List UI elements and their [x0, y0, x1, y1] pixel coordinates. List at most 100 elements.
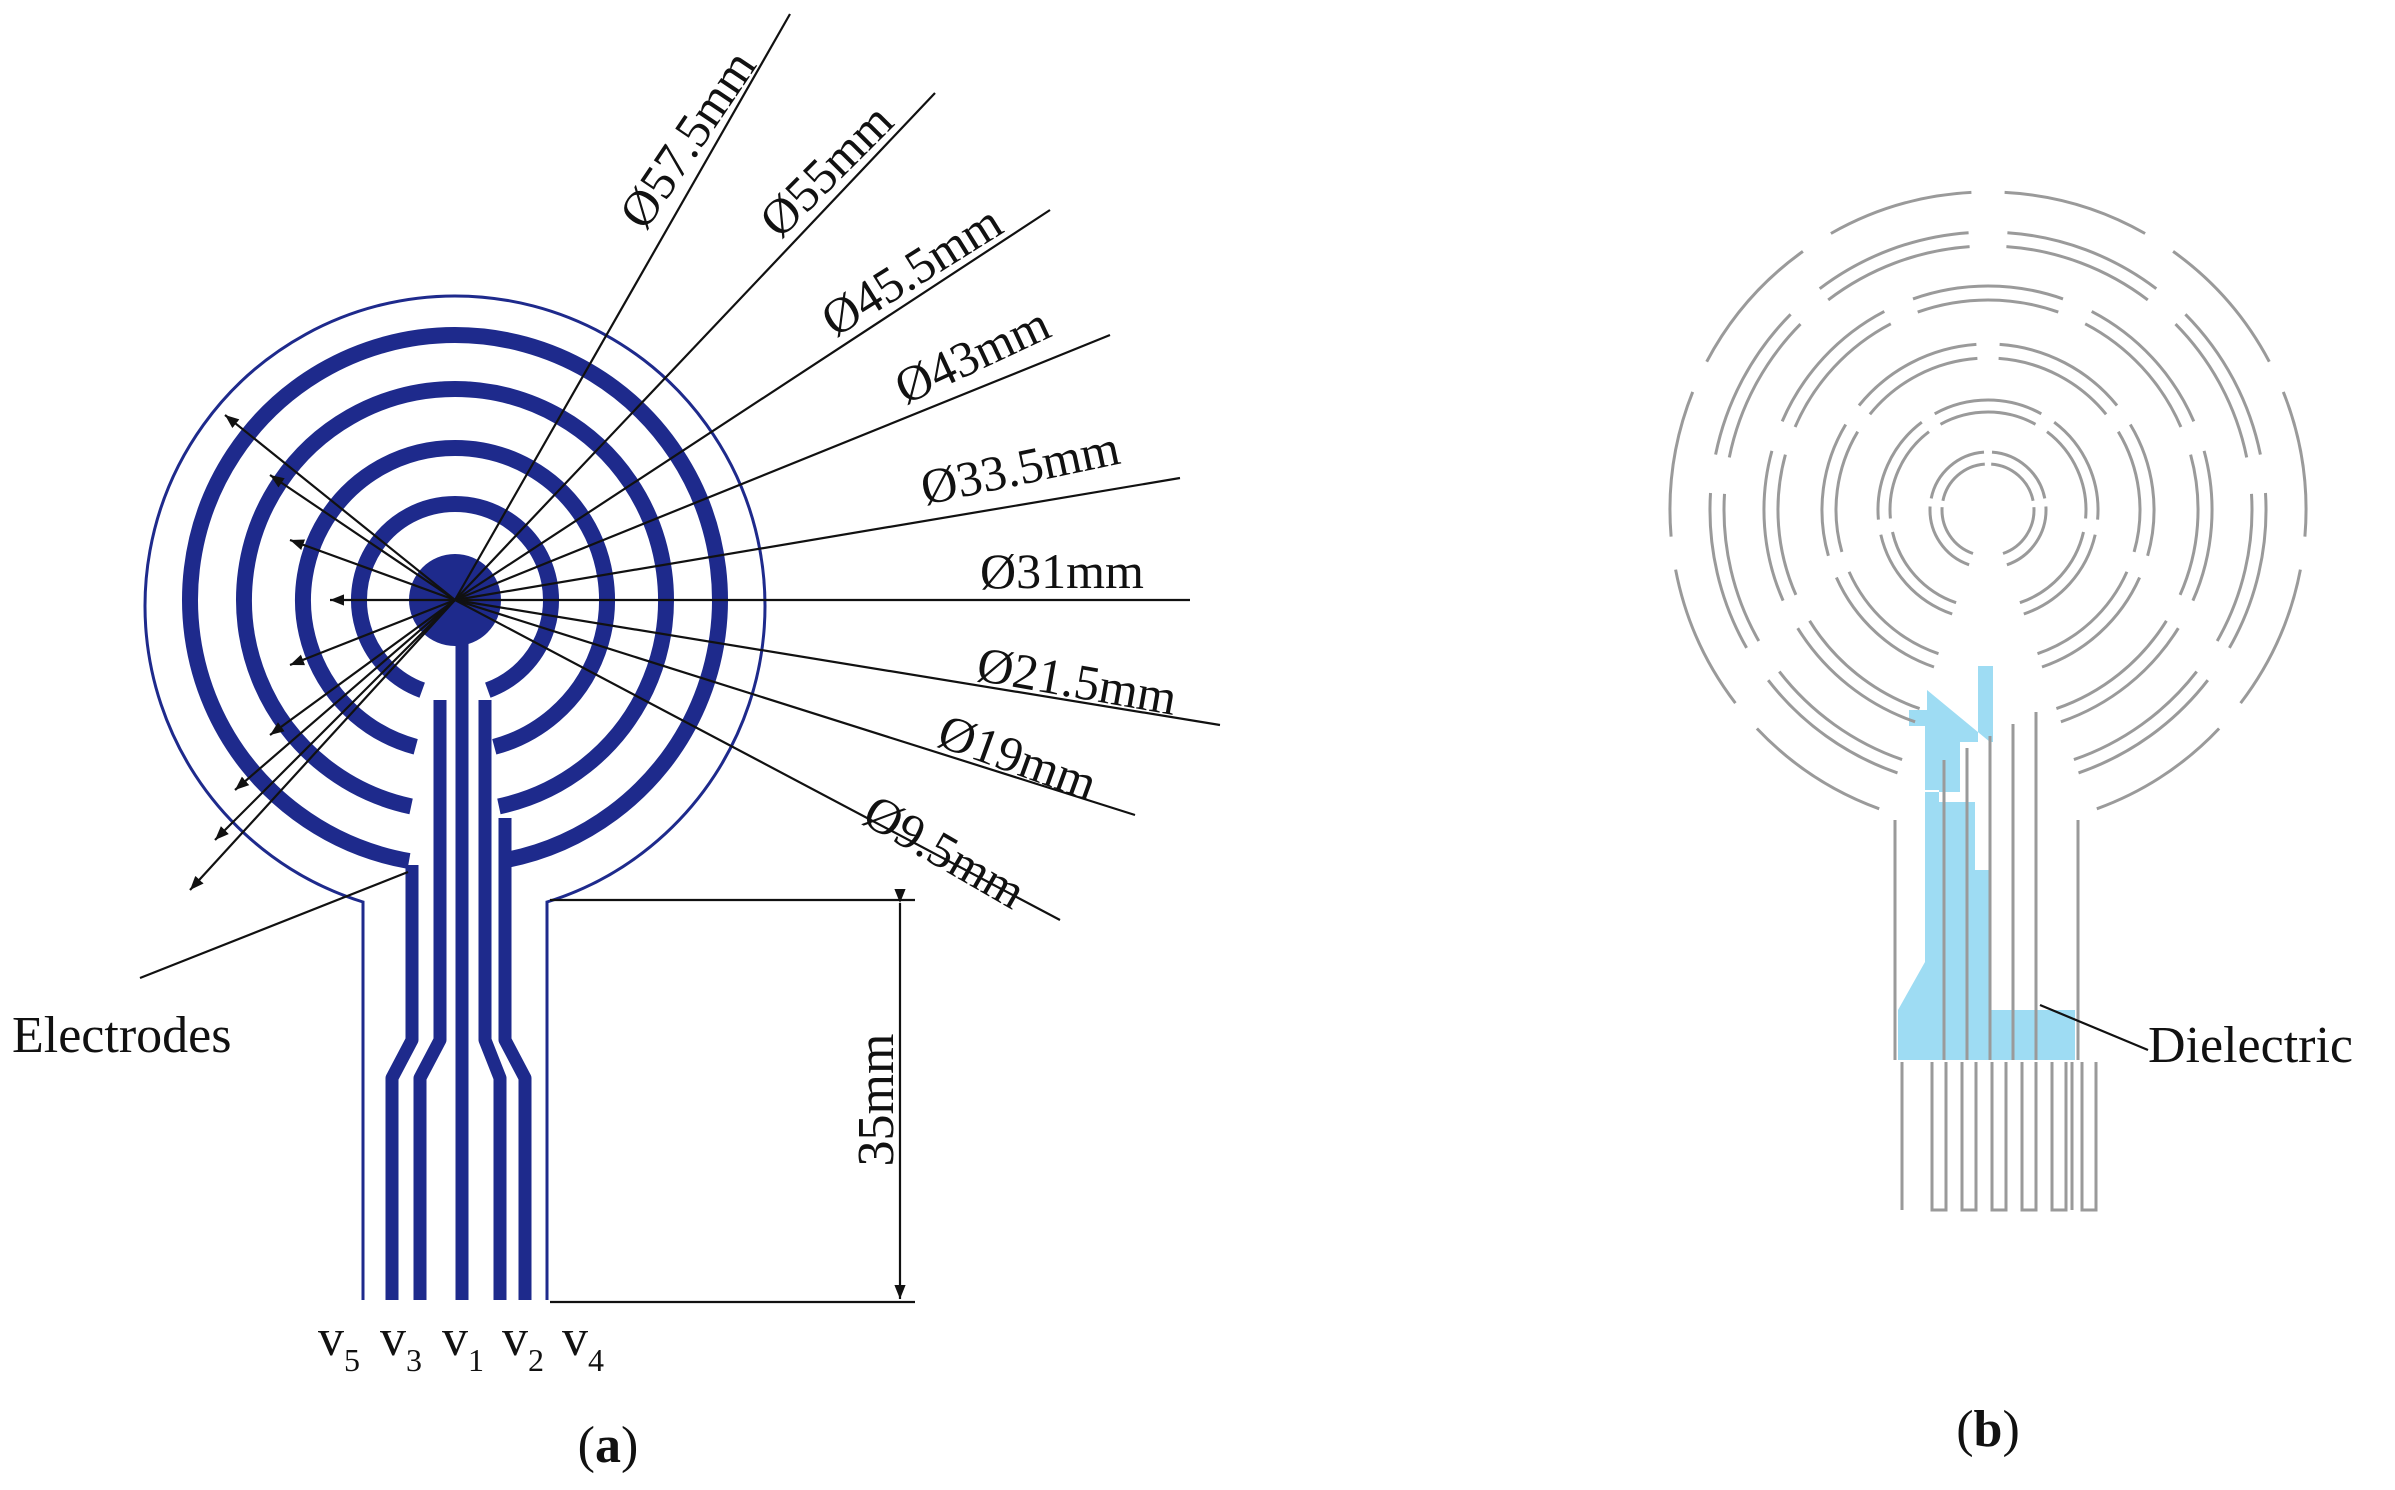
diameter-dimensions	[189, 13, 1221, 921]
length-dimension	[550, 889, 915, 1304]
outline-ring-segment	[1808, 620, 1921, 711]
outline-ring-segment	[1835, 576, 1935, 669]
diameter-label-4: Ø43mm	[886, 295, 1058, 415]
diameter-label-2: Ø55mm	[748, 92, 904, 248]
outline-ring-segment	[1876, 421, 1923, 520]
outline-ring-segment	[2023, 534, 2097, 616]
outline-ring-segment	[1818, 231, 1969, 290]
electrode-ring-2	[295, 439, 615, 755]
dimension-leader-1	[454, 13, 791, 601]
outline-ring-segment	[2073, 670, 2198, 762]
board-outline-segment	[1674, 569, 1737, 705]
dimension-leader-5	[454, 476, 1181, 602]
dielectric-label: Dielectric	[2148, 1017, 2353, 1074]
electrode-ring-1	[351, 495, 559, 698]
dimension-leader-9	[454, 599, 1061, 921]
outline-ring-segment	[1888, 430, 1930, 519]
dimension-arrow-8	[269, 474, 456, 601]
outline-ring-segment	[2178, 454, 2200, 596]
dielectric-layer	[1898, 666, 2075, 1060]
panel-b: Dielectric (b)	[1668, 190, 2353, 1458]
outline-ring-segment	[1998, 356, 2108, 416]
outline-ring-segment	[1714, 313, 1792, 455]
board-outline-segment	[1668, 391, 1695, 537]
outline-ring-segment	[1999, 342, 2119, 407]
outline-ring-segment	[2091, 310, 2196, 422]
outline-ring-segment	[1722, 493, 1761, 642]
terminal-trace-outline	[1960, 1062, 1978, 1212]
dimension-arrow-2	[214, 599, 456, 841]
outline-ring-segment	[1796, 627, 1916, 724]
outline-ring-segment	[2055, 620, 2168, 711]
outline-ring-segment	[2041, 576, 2141, 669]
dimension-leader-3	[454, 209, 1051, 601]
outline-ring-segment	[1780, 310, 1885, 422]
board-outline-segment	[2004, 190, 2146, 235]
outline-ring-segment	[2006, 245, 2149, 302]
electrode-lead-5	[498, 818, 532, 1300]
outline-ring-segment	[2060, 627, 2180, 724]
terminal-label-5: v4	[562, 1310, 604, 1378]
outline-ring-segment	[2078, 679, 2209, 775]
terminal-trace-outline	[1930, 1062, 1948, 1212]
outline-ring-segment	[2191, 450, 2214, 602]
board-outline-segment	[2172, 250, 2271, 363]
electrode-lead-1	[385, 865, 419, 1300]
board-outline-segment	[2239, 569, 2302, 705]
outline-ring-segment	[2215, 493, 2254, 642]
length-label: 35mm	[848, 1034, 905, 1167]
outline-ring-segment	[1991, 450, 2047, 499]
outline-ring-segment	[2117, 430, 2142, 553]
dimension-leader-7	[454, 598, 1221, 727]
outline-rings	[1668, 190, 2308, 811]
board-outline-segment	[2281, 391, 2308, 537]
diameter-label-6: Ø31mm	[980, 543, 1144, 599]
outline-ring-segment	[1917, 298, 2059, 314]
diameter-label-5: Ø33.5mm	[916, 419, 1125, 516]
dimension-arrow-1	[189, 599, 456, 891]
diameter-label-7: Ø21.5mm	[973, 636, 1181, 726]
diameter-label-1: Ø57.5mm	[608, 40, 767, 238]
outline-ring-segment	[2174, 323, 2249, 458]
outline-ring-segment	[2129, 423, 2156, 557]
outline-ring-segment	[1928, 506, 1970, 567]
outline-ring-segment	[2006, 506, 2048, 567]
outline-ring-segment	[1847, 571, 1939, 656]
dielectric-leader	[2039, 1003, 2149, 1052]
terminal-label-2: v3	[380, 1310, 422, 1378]
dimension-arrow-4	[269, 599, 456, 736]
dimension-arrow-3	[234, 599, 456, 791]
outline-ring-segment	[1891, 531, 1957, 605]
outline-ring-segment	[1727, 323, 1802, 458]
terminal-trace-outline	[2020, 1062, 2038, 1212]
outline-ring-segment	[2184, 313, 2262, 455]
electrode-lead-2	[413, 700, 447, 1300]
outline-ring-segment	[1857, 342, 1977, 407]
outline-ring-segment	[2228, 492, 2268, 649]
outline-ring-segment	[1793, 322, 1892, 428]
electrode-lead-4	[478, 700, 507, 1300]
outline-ring-segment	[1912, 284, 2064, 301]
terminal-trace-outline	[1990, 1062, 2008, 1212]
outline-ring-segment	[2037, 571, 2129, 656]
outline-ring-segment	[1827, 245, 1970, 302]
panel-a-caption: (a)	[578, 1417, 639, 1474]
panel-a: Ø57.5mmØ55mmØ45.5mmØ43mmØ33.5mmØ31mmØ21.…	[12, 13, 1221, 1474]
outline-ring-segment	[1929, 450, 1985, 499]
outline-ring-segment	[2046, 430, 2088, 519]
outline-ring-segment	[1776, 454, 1798, 596]
dimension-leader-8	[454, 598, 1136, 817]
terminal-trace-outline	[2080, 1062, 2098, 1212]
outline-ring-segment	[1820, 423, 1847, 557]
outline-ring-segment	[1778, 670, 1903, 762]
outline-ring-segment	[2002, 507, 2036, 555]
board-outline	[143, 294, 767, 1300]
board-outline-segment	[1705, 250, 1804, 363]
electrode-ring-4	[182, 327, 728, 869]
outline-ring-segment	[1991, 462, 2035, 502]
outline-ring-segment	[1868, 356, 1978, 416]
electrodes-leader	[139, 870, 409, 980]
outline-ring-segment	[1933, 398, 2043, 416]
outline-ring-segment	[1939, 410, 2037, 426]
